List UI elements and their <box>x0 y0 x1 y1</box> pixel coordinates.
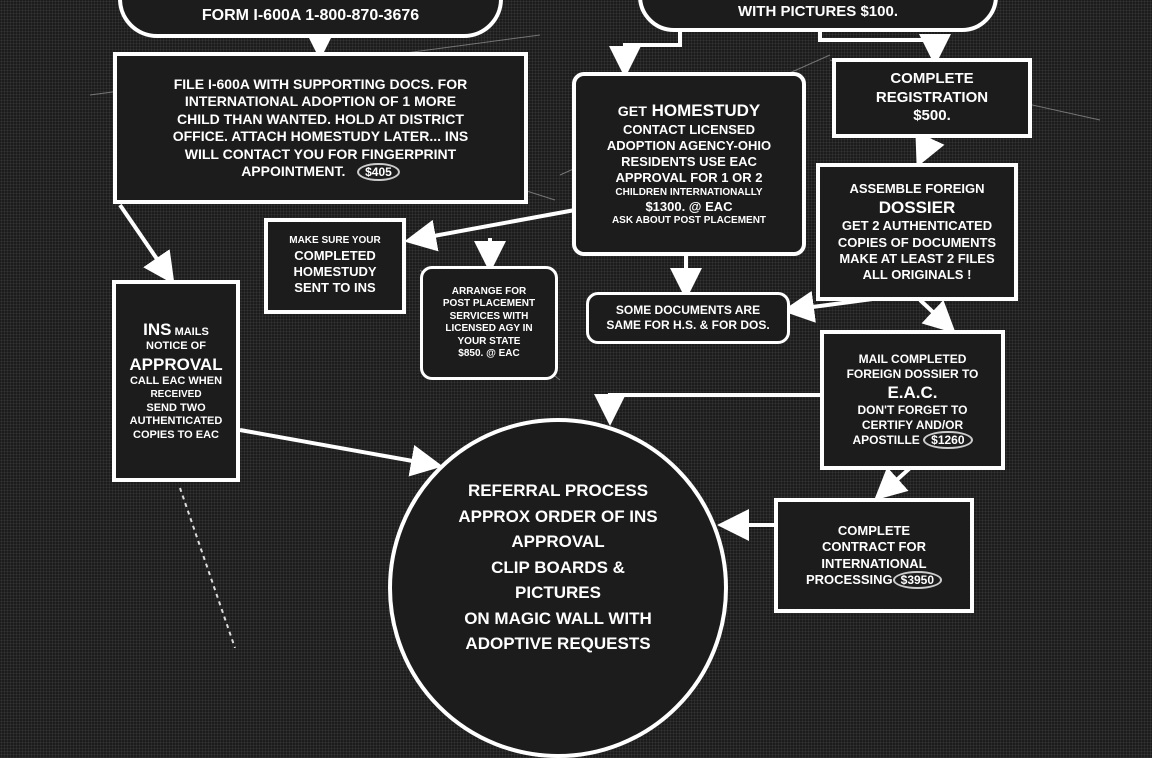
line: PICTURES <box>515 583 601 602</box>
line: POST PLACEMENT <box>442 298 536 309</box>
line: SERVICES WITH <box>449 310 529 322</box>
line: APPOINTMENT. <box>241 163 346 179</box>
line: CONTRACT FOR <box>822 539 926 555</box>
pill-text: FORM I-600A 1-800-870-3676 <box>201 7 420 24</box>
title-small: GET <box>617 104 647 121</box>
line: NOTICE OF <box>146 340 206 353</box>
line: $850. @ EAC <box>458 348 520 359</box>
registration-box: COMPLETE REGISTRATION $500. <box>832 58 1032 138</box>
line: MAKE AT LEAST 2 FILES <box>839 250 995 266</box>
fee-badge: $405 <box>357 163 400 181</box>
line: APOSTILLE $1260 <box>852 431 973 450</box>
fee-badge: $3950 <box>892 570 943 589</box>
line: $500. <box>913 107 951 125</box>
line: COMPLETE <box>890 69 974 87</box>
line: CHILD THAN WANTED. HOLD AT DISTRICT <box>177 110 464 127</box>
homestudy-box: GET HOMESTUDY CONTACT LICENSED ADOPTION … <box>572 72 806 256</box>
title: INS <box>143 320 172 340</box>
line: MAKE SURE YOUR <box>289 235 381 247</box>
line: SOME DOCUMENTS ARE <box>615 303 761 317</box>
line: ASK ABOUT POST PLACEMENT <box>611 215 767 227</box>
line: FOREIGN DOSSIER TO <box>846 366 979 381</box>
line: RESIDENTS USE EAC <box>621 154 757 170</box>
referral-circle: REFERRAL PROCESS APPROX ORDER OF INS APP… <box>388 418 728 758</box>
contract-box: COMPLETE CONTRACT FOR INTERNATIONAL PROC… <box>774 498 974 613</box>
top-right-pill: WITH PICTURES $100. <box>638 0 998 32</box>
line: SEND TWO <box>146 401 206 414</box>
line: AUTHENTICATED <box>129 415 223 428</box>
line: RECEIVED <box>150 389 202 401</box>
line: CALL EAC WHEN <box>129 375 223 388</box>
line: COPIES OF DOCUMENTS <box>837 234 997 250</box>
line: INTERNATIONAL ADOPTION OF 1 MORE <box>184 93 457 109</box>
line: PROCESSING <box>805 571 893 587</box>
line: APPROVAL <box>511 532 605 551</box>
line: APPROVAL <box>129 355 223 375</box>
line: APPROVAL FOR 1 OR 2 <box>615 170 763 186</box>
line: CHILDREN INTERNATIONALLY <box>615 186 763 198</box>
line: SENT TO INS <box>294 280 376 296</box>
title: HOMESTUDY <box>651 101 761 121</box>
line: SAME FOR H.S. & FOR DOS. <box>606 318 770 332</box>
line: CERTIFY AND/OR <box>861 418 964 433</box>
line: CLIP BOARDS & <box>491 557 625 577</box>
line: DON'T FORGET TO <box>857 403 968 418</box>
line: COMPLETE <box>837 523 911 538</box>
homestudy-sent-box: MAKE SURE YOUR COMPLETED HOMESTUDY SENT … <box>264 218 406 314</box>
line: OFFICE. ATTACH HOMESTUDY LATER... INS <box>172 128 469 144</box>
mail-dossier-box: MAIL COMPLETED FOREIGN DOSSIER TO E.A.C.… <box>820 330 1005 470</box>
line: GET 2 AUTHENTICATED <box>841 218 993 234</box>
line: APPOINTMENT. $405 <box>241 163 400 181</box>
line: COPIES TO EAC <box>133 429 219 442</box>
line: REGISTRATION <box>875 88 989 106</box>
line: HOMESTUDY <box>293 264 377 280</box>
fee: $1300. @ EAC <box>645 199 733 215</box>
line: CONTACT LICENSED <box>623 121 755 137</box>
ins-approval-box: INS MAILS NOTICE OF APPROVAL CALL EAC WH… <box>112 280 240 482</box>
line: ADOPTIVE REQUESTS <box>465 634 651 653</box>
line: COMPLETED <box>294 247 376 263</box>
line: YOUR STATE <box>457 335 521 347</box>
fee-badge: $1260 <box>923 431 973 450</box>
post-placement-box: ARRANGE FOR POST PLACEMENT SERVICES WITH… <box>420 266 558 380</box>
homestudy-title: GET HOMESTUDY <box>618 100 760 122</box>
line: PROCESSING$3950 <box>805 570 943 589</box>
line: ON MAGIC WALL WITH <box>464 608 652 628</box>
line: WILL CONTACT YOU FOR FINGERPRINT <box>184 145 457 162</box>
line: E.A.C. <box>887 382 938 402</box>
line: APPROX ORDER OF INS <box>458 506 658 526</box>
title: DOSSIER <box>878 198 956 217</box>
ins-title: INS MAILS <box>143 319 209 340</box>
file-i600a-box: FILE I-600A WITH SUPPORTING DOCS. FOR IN… <box>113 52 528 204</box>
line: INTERNATIONAL <box>821 555 927 571</box>
line: MAIL COMPLETED <box>858 351 967 366</box>
line: APOSTILLE <box>852 433 920 448</box>
top-left-pill: FORM I-600A 1-800-870-3676 <box>118 0 503 38</box>
line: ARRANGE FOR <box>451 285 527 297</box>
line: REFERRAL PROCESS <box>467 481 649 500</box>
title-small: MAILS <box>174 326 209 339</box>
line: LICENSED AGY IN <box>445 323 533 334</box>
line: ADOPTION AGENCY-OHIO <box>606 137 772 153</box>
pill-text: WITH PICTURES $100. <box>737 3 899 21</box>
dossier-box: ASSEMBLE FOREIGN DOSSIER GET 2 AUTHENTIC… <box>816 163 1018 301</box>
line: FILE I-600A WITH SUPPORTING DOCS. FOR <box>173 75 468 92</box>
line: ASSEMBLE FOREIGN <box>849 180 985 196</box>
same-docs-box: SOME DOCUMENTS ARE SAME FOR H.S. & FOR D… <box>586 292 790 344</box>
line: ALL ORIGINALS ! <box>862 267 972 282</box>
